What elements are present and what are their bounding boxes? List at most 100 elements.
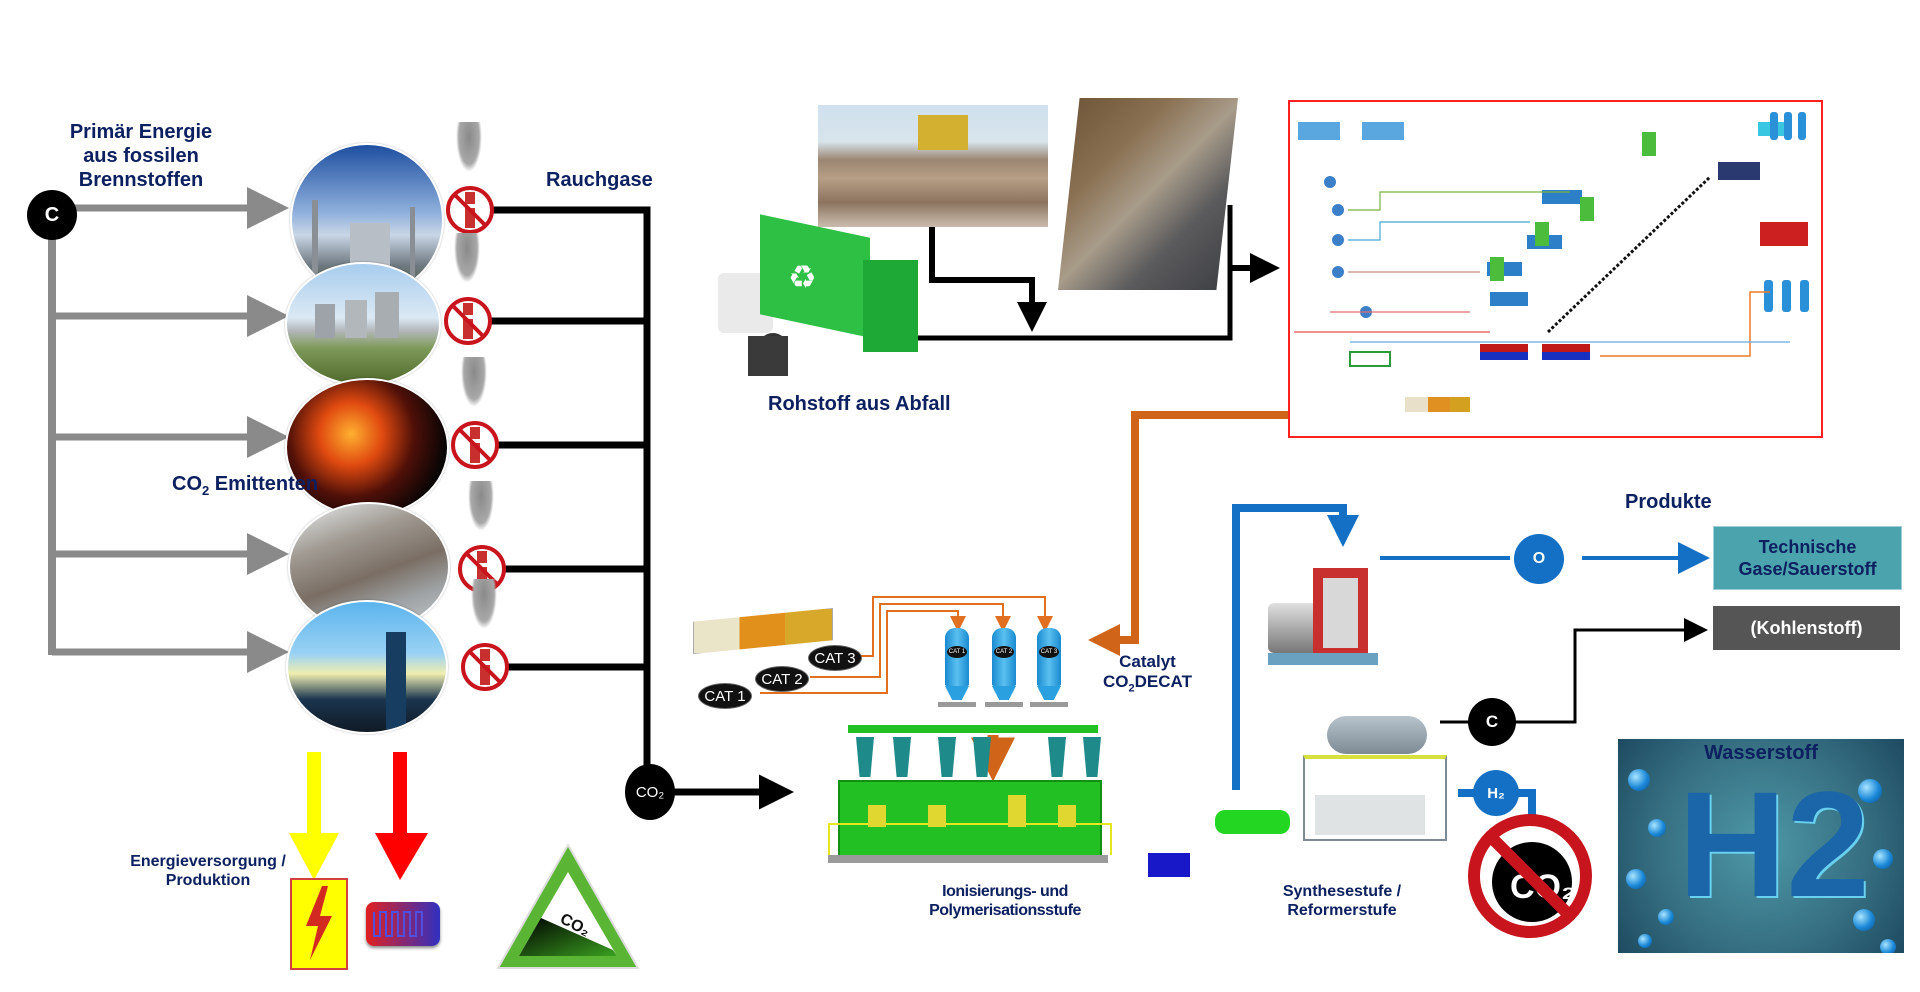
catalyst-silo-2: CAT 2: [985, 628, 1023, 710]
smoke-plume-icon: [454, 233, 480, 283]
catalyst-label-line-1: Catalyt: [1119, 652, 1176, 671]
catalyst-pill-1: CAT 1: [698, 683, 752, 709]
ionization-line-2: Polymerisationsstufe: [929, 902, 1081, 920]
waste-sorting-plant-diagram: [1288, 100, 1823, 438]
synthesis-stage-label: Synthesestufe / Reformerstufe: [1262, 882, 1422, 920]
catalyst-sub: 2: [1128, 682, 1135, 695]
silo-label: CAT 1: [947, 646, 967, 658]
molecule-sphere-icon: [1880, 939, 1896, 953]
ionization-reactor-illustration: [808, 725, 1190, 885]
product-carbon-label: (Kohlenstoff): [1750, 617, 1863, 638]
ionization-stage-label: Ionisierungs- und Polymerisationsstufe: [905, 882, 1105, 920]
oxygen-loop-line: [1232, 504, 1710, 790]
h2-logo-text: H2: [1678, 760, 1870, 928]
no-smokestack-icon: [451, 421, 499, 469]
waste-lines: [915, 205, 1280, 341]
molecule-sphere-icon: [1873, 849, 1893, 869]
landfill-photo: [818, 105, 1048, 227]
synthesis-line-2: Reformerstufe: [1287, 902, 1397, 920]
heat-exchanger-icon: [366, 902, 440, 946]
heating-coil-icon: [373, 911, 423, 937]
hydrogen-title: Wasserstoff: [1704, 742, 1818, 764]
synthesis-line-1: Synthesestufe /: [1282, 883, 1402, 900]
flue-gas-collector-lines: [490, 206, 794, 810]
smoke-plume-icon: [461, 357, 487, 407]
recycle-icon: ♻: [788, 259, 817, 295]
flue-gases-label: Rauchgase: [546, 169, 653, 191]
catalyst-co: CO: [1103, 672, 1129, 692]
molecule-sphere-icon: [1858, 779, 1882, 803]
smoke-plume-icon: [468, 481, 494, 531]
emitter-photo-smokestacks: [286, 600, 448, 734]
smoke-plume-icon: [456, 122, 482, 172]
reactor-hopper-icon: [1083, 737, 1101, 777]
product-technical-gases-line-1: Technische: [1758, 536, 1857, 557]
synthesis-reformer-illustration: [1215, 700, 1450, 841]
hydrogen-image: Wasserstoff H2: [1618, 739, 1904, 953]
h2-logo: H2: [1678, 769, 1870, 919]
catalyst-silo-1: CAT 1: [938, 628, 976, 710]
no-co2-sign: CO₂: [1466, 812, 1594, 940]
molecule-sphere-icon: [1658, 909, 1674, 925]
high-voltage-icon: [290, 878, 348, 970]
hydrogen-output-node: H₂: [1473, 770, 1519, 816]
catalyst-pill-3: CAT 3: [808, 645, 862, 671]
products-title: Produkte: [1625, 491, 1712, 513]
no-smokestack-icon: [444, 297, 492, 345]
catalyst-pill-2: CAT 2: [755, 666, 809, 692]
reactor-hopper-icon: [856, 737, 874, 777]
waste-materials-photo-collage: [1058, 98, 1238, 290]
reactor-hopper-icon: [938, 737, 956, 777]
smoke-plume-icon: [471, 579, 497, 629]
silo-label: CAT 2: [994, 646, 1014, 658]
oxygen-node: O: [1514, 534, 1564, 584]
energy-supply-label: Energieversorgung / Produktion: [118, 852, 298, 890]
molecule-sphere-icon: [1626, 869, 1646, 889]
co2-emitters-co: CO: [172, 473, 202, 495]
compressor-illustration: [1268, 548, 1378, 668]
no-smokestack-icon: [446, 186, 494, 234]
garbage-truck-icon: ♻: [718, 214, 923, 376]
co2-emitters-text: Emittenten: [209, 473, 319, 495]
catalyst-silo-3: CAT 3: [1030, 628, 1068, 710]
catalyst-label: Catalyt CO2DECAT: [1095, 652, 1200, 696]
carbon-product-line: [1440, 618, 1708, 724]
product-technical-gases-line-2: Gase/Sauerstoff: [1738, 559, 1877, 579]
energy-supply-line-2: Produktion: [165, 872, 251, 890]
catalyst-return-line: [971, 411, 1400, 782]
silo-label: CAT 3: [1039, 646, 1059, 658]
carbon-source-node: C: [27, 190, 77, 240]
sorting-plant-schematic: [1294, 112, 1809, 412]
primary-energy-line-2: aus fossilen: [83, 145, 199, 167]
lightning-bolt-icon: [306, 886, 332, 960]
molecule-sphere-icon: [1853, 909, 1875, 931]
no-co2-icon: CO₂: [1468, 814, 1592, 938]
emitter-photo-cooling-towers: [285, 262, 441, 386]
ionization-line-1: Ionisierungs- und: [942, 883, 1068, 900]
co2-reduction-triangle-icon: CO₂: [496, 842, 640, 969]
co2-emitters-label: CO2 Emittenten: [172, 472, 318, 499]
co2-emitters-sub: 2: [202, 483, 210, 498]
energy-output-arrows: [289, 752, 428, 880]
cat-feed-lines: [760, 596, 1053, 694]
molecule-sphere-icon: [1648, 819, 1666, 837]
primary-energy-line-3: Brennstoffen: [78, 169, 204, 191]
red-arrow-icon: [375, 752, 428, 880]
molecule-sphere-icon: [1638, 934, 1652, 948]
primary-energy-line-1: Primär Energie: [69, 121, 213, 143]
catalyst-label-line-2: CO2DECAT: [1095, 672, 1200, 696]
raw-material-label: Rohstoff aus Abfall: [768, 393, 951, 415]
yellow-arrow-icon: [289, 752, 339, 880]
energy-supply-line-1: Energieversorgung /: [130, 853, 286, 870]
co2-collector-node: CO₂: [625, 764, 675, 820]
reactor-hopper-icon: [1048, 737, 1066, 777]
reactor-hopper-icon: [893, 737, 911, 777]
carbon-feed-lines: [48, 187, 289, 673]
no-smokestack-icon: [461, 643, 509, 691]
product-carbon[interactable]: (Kohlenstoff): [1713, 606, 1900, 650]
carbon-output-node: C: [1468, 698, 1516, 746]
reactor-hopper-icon: [973, 737, 991, 777]
catalyst-decat: DECAT: [1134, 672, 1192, 692]
